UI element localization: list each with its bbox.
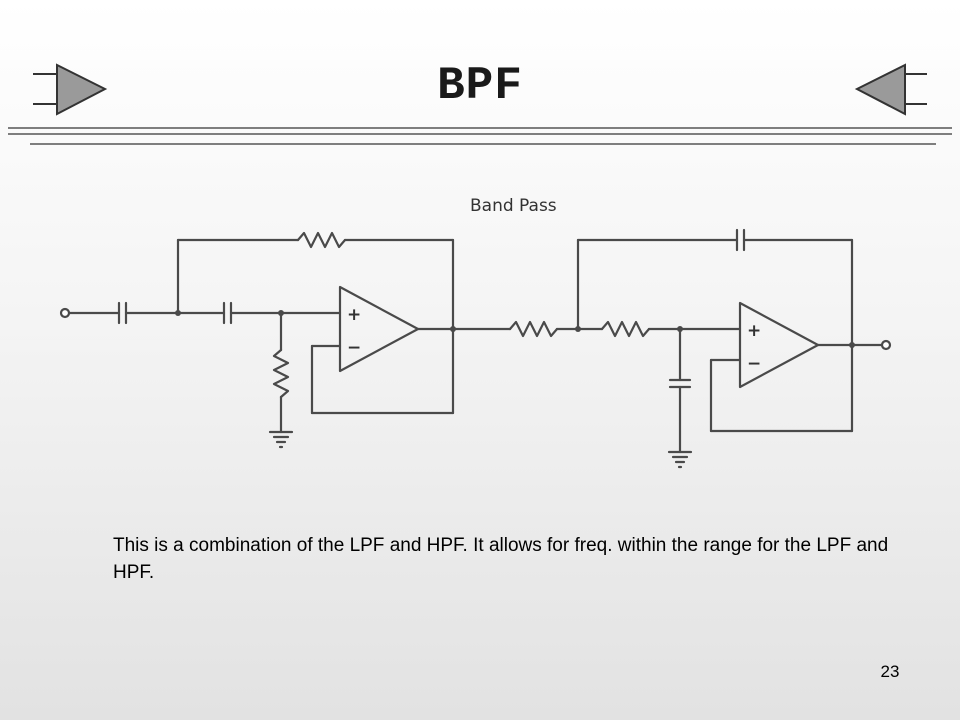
op-amp-2-minus: − bbox=[747, 354, 761, 374]
resistor-r-series-2 bbox=[600, 320, 651, 338]
page-number: 23 bbox=[880, 662, 900, 681]
output-terminal bbox=[880, 339, 892, 351]
circuit-label: Band Pass bbox=[470, 196, 557, 216]
triangle-left-arrow-icon[interactable] bbox=[835, 60, 945, 120]
title-divider bbox=[8, 127, 952, 145]
op-amp-2 bbox=[738, 301, 820, 389]
resistor-r-series-1 bbox=[508, 320, 559, 338]
op-amp-1 bbox=[338, 285, 420, 373]
op-amp-1-minus: − bbox=[347, 338, 361, 358]
body-text: This is a combination of the LPF and HPF… bbox=[113, 535, 889, 583]
resistor-r-ground-1 bbox=[272, 348, 290, 399]
input-terminal bbox=[59, 307, 71, 319]
ground-symbol-2 bbox=[667, 450, 693, 469]
page-title: BPF bbox=[437, 60, 523, 112]
band-pass-circuit-diagram: Band Pass bbox=[59, 196, 892, 469]
resistor-r-feedback-1 bbox=[296, 231, 347, 249]
op-amp-2-plus: + bbox=[747, 321, 761, 341]
triangle-right-arrow-icon[interactable] bbox=[25, 60, 135, 120]
op-amp-1-plus: + bbox=[347, 305, 361, 325]
ground-symbol-1 bbox=[268, 430, 294, 449]
